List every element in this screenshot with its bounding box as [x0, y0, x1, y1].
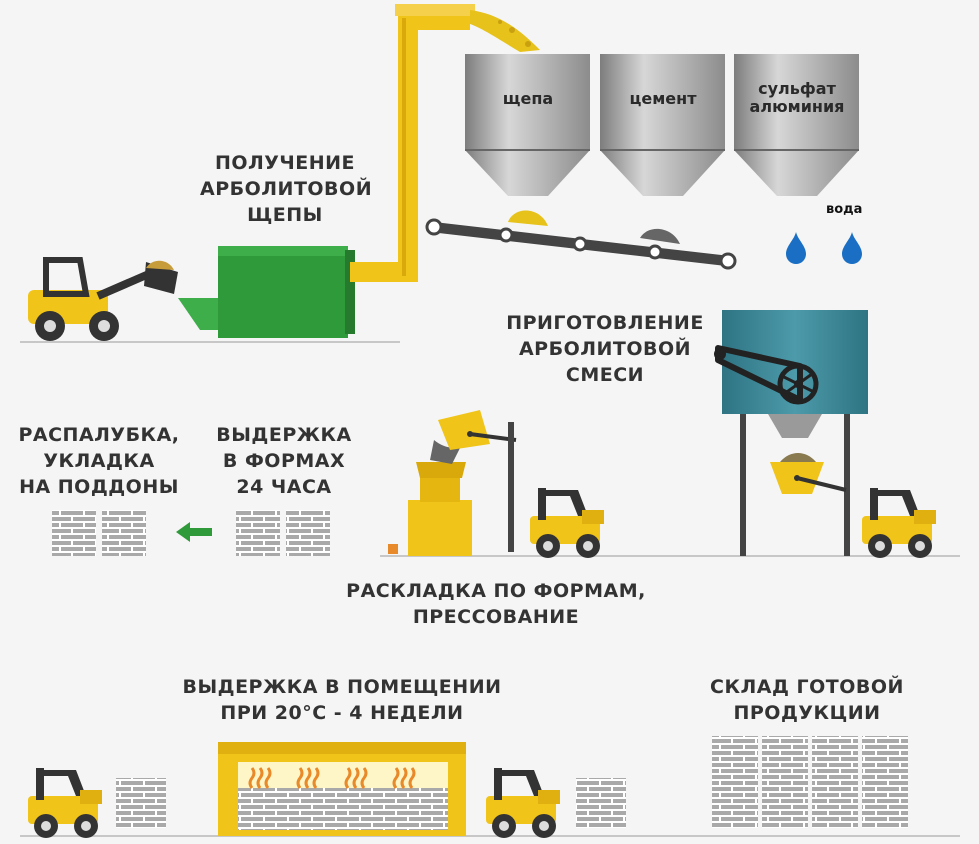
label-line: ПРИ 20°С - 4 НЕДЕЛИ	[220, 702, 464, 724]
label-line: ВЫДЕРЖКА В ПОМЕЩЕНИИ	[182, 676, 502, 698]
label-line: АРБОЛИТОВОЙ	[518, 338, 692, 360]
silo-icon	[465, 54, 859, 196]
silo-label-chips: щепа	[480, 90, 576, 108]
wheel-loader-icon	[28, 257, 178, 341]
chipper-machine-icon	[178, 246, 355, 338]
forklift-icon	[530, 488, 936, 558]
label-molding-pressing: РАСКЛАДКА ПО ФОРМАМ, ПРЕССОВАНИЕ	[346, 578, 646, 630]
conveyor-icon	[425, 210, 737, 270]
label-line: ПОЛУЧЕНИЕ	[214, 152, 356, 174]
label-mix-preparation: ПРИГОТОВЛЕНИЕ АРБОЛИТОВОЙ СМЕСИ	[498, 310, 712, 388]
chip-conveyor-tube-icon	[350, 4, 540, 282]
heat-icon	[248, 767, 416, 789]
silo-label-line: сульфат	[758, 79, 836, 98]
label-room-curing: ВЫДЕРЖКА В ПОМЕЩЕНИИ ПРИ 20°С - 4 НЕДЕЛИ	[172, 674, 512, 726]
label-line: В ФОРМАХ	[222, 450, 346, 472]
label-line: ПРЕССОВАНИЕ	[412, 606, 580, 628]
label-line: СКЛАД ГОТОВОЙ	[710, 676, 904, 698]
label-line: НА ПОДДОНЫ	[19, 476, 179, 498]
press-icon	[388, 410, 517, 556]
label-line: ЩЕПЫ	[247, 204, 323, 226]
silo-label-line: алюминия	[749, 97, 845, 116]
water-label: вода	[826, 202, 863, 217]
brick-pallet-icon	[712, 736, 908, 828]
label-line: ВЫДЕРЖКА	[216, 424, 352, 446]
mixer-icon	[714, 310, 868, 556]
arrow-left-icon	[176, 522, 212, 542]
label-curing-in-forms: ВЫДЕРЖКА В ФОРМАХ 24 ЧАСА	[210, 422, 358, 500]
water-drop-icon	[786, 232, 862, 264]
label-line: ПРИГОТОВЛЕНИЕ	[506, 312, 704, 334]
label-line: АРБОЛИТОВОЙ	[200, 178, 373, 200]
label-formwork-removal: РАСПАЛУБКА, УКЛАДКА НА ПОДДОНЫ	[8, 422, 190, 500]
label-line: УКЛАДКА	[43, 450, 155, 472]
forklift-icon	[28, 768, 626, 838]
brick-pallet-icon	[52, 510, 330, 556]
label-line: СМЕСИ	[565, 364, 645, 386]
curing-room-icon	[218, 742, 466, 836]
silo-label-cement: цемент	[613, 90, 713, 108]
label-warehouse: СКЛАД ГОТОВОЙ ПРОДУКЦИИ	[700, 674, 914, 726]
silo-label-line: щепа	[502, 89, 554, 108]
silo-label-aluminium-sulfate: сульфат алюминия	[737, 80, 857, 116]
label-line: 24 ЧАСА	[236, 476, 332, 498]
label-line: РАСПАЛУБКА,	[18, 424, 180, 446]
label-chip-production: ПОЛУЧЕНИЕ АРБОЛИТОВОЙ ЩЕПЫ	[200, 150, 373, 228]
label-line: РАСКЛАДКА ПО ФОРМАМ,	[346, 580, 646, 602]
label-line: ПРОДУКЦИИ	[733, 702, 881, 724]
silo-label-line: цемент	[629, 89, 697, 108]
ground-lines	[20, 341, 960, 837]
